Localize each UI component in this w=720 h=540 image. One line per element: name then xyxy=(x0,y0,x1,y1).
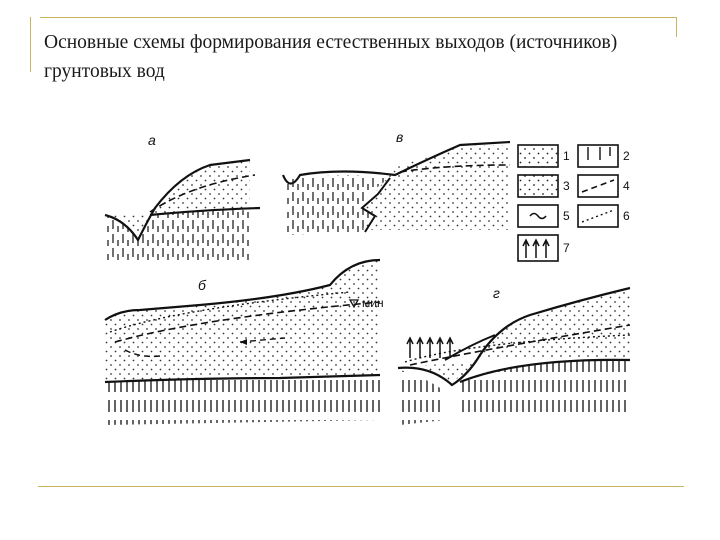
frame-top-line xyxy=(40,17,677,18)
legend: 1 2 3 4 5 6 7 xyxy=(518,145,630,261)
water-level-label: мин xyxy=(362,296,384,310)
legend-number-4: 4 xyxy=(623,179,630,193)
legend-number-1: 1 xyxy=(563,149,570,163)
frame-left-line xyxy=(30,17,31,72)
panel-g: г xyxy=(398,285,630,425)
slide-title: Основные схемы формирования естественных… xyxy=(44,28,684,86)
legend-number-7: 7 xyxy=(563,241,570,255)
panel-v: в xyxy=(283,129,510,235)
legend-number-5: 5 xyxy=(563,209,570,223)
legend-number-3: 3 xyxy=(563,179,570,193)
groundwater-springs-figure: а в 1 2 3 4 5 6 7 xyxy=(100,120,640,440)
panel-label-b: б xyxy=(198,277,207,293)
panel-label-g: г xyxy=(493,285,500,301)
legend-number-2: 2 xyxy=(623,149,630,163)
panel-label-v: в xyxy=(396,129,403,145)
panel-label-a: а xyxy=(148,132,156,148)
frame-bottom-line xyxy=(38,486,684,487)
legend-number-6: 6 xyxy=(623,209,630,223)
panel-a: а xyxy=(105,132,260,260)
panel-b: мин б xyxy=(105,260,384,425)
